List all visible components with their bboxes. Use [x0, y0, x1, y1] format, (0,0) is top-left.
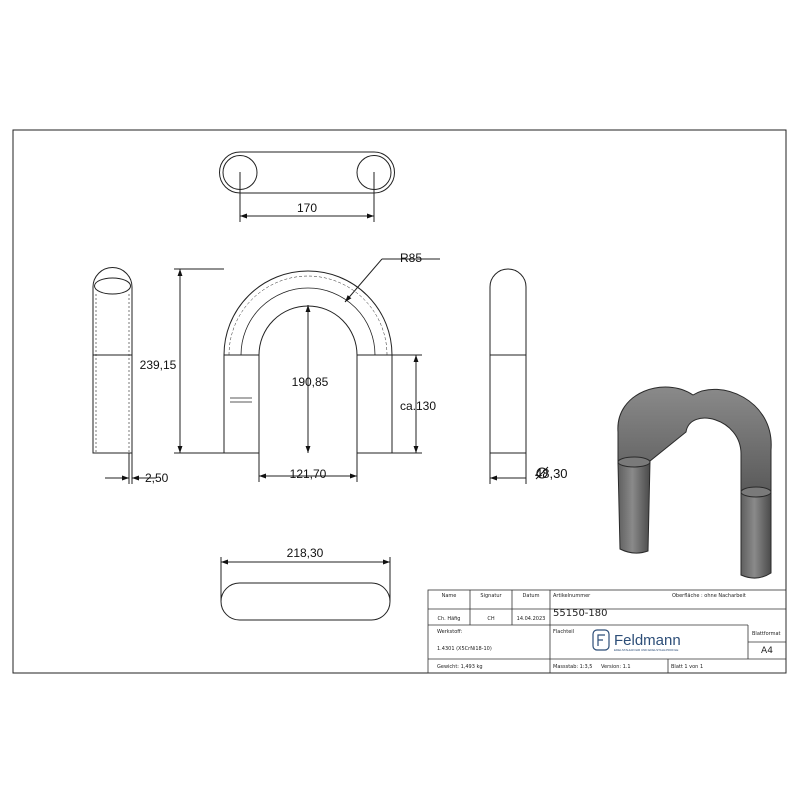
tb-sheet-format-label: Blattformat	[752, 631, 781, 637]
dim-top-width: 170	[297, 201, 317, 215]
tb-sheet-format: A4	[761, 646, 773, 656]
tb-header-article: Artikelnummer	[553, 593, 591, 599]
isometric-view	[617, 386, 772, 579]
drawing-frame	[12, 129, 787, 674]
front-view	[174, 258, 440, 482]
left-side-view	[92, 267, 156, 484]
tb-header-signature: Signatur	[480, 593, 502, 599]
tb-header-surface: Oberfläche : ohne Nacharbeit	[672, 593, 746, 599]
tb-material-value: 1.4301 (X5CrNi18-10)	[437, 646, 492, 652]
tb-date: 14.04.2023	[517, 616, 546, 622]
dim-overall-height: 239,15	[140, 358, 177, 372]
dim-straight-length: ca.130	[400, 399, 436, 413]
feldmann-logo-icon	[592, 629, 610, 651]
tb-description: Flachteil	[553, 629, 574, 635]
dim-inner-width: 121,70	[290, 467, 327, 481]
tb-name: Ch. Häfig	[438, 616, 461, 622]
title-block	[427, 589, 787, 674]
tb-header-name: Name	[442, 593, 457, 599]
tb-weight: Gewicht: 1,493 kg	[437, 664, 483, 670]
tb-company: Feldmann	[614, 632, 681, 649]
dim-radius: R85	[400, 251, 422, 265]
dim-outer-width: 218,30	[287, 546, 324, 560]
tb-header-date: Datum	[523, 593, 540, 599]
tb-company-tagline: EDELSTAHLROHR UND EDELSTAHLPROFILE	[614, 648, 678, 652]
dim-wall-thickness: 2,50	[145, 471, 169, 485]
tb-article-number: 55150-180	[553, 608, 608, 619]
bottom-view	[220, 557, 391, 621]
tb-material-label: Werkstoff:	[437, 629, 463, 635]
tb-sheet: Blatt 1 von 1	[671, 664, 703, 670]
tb-scale: Massstab: 1:3,5	[553, 664, 592, 670]
diameter-symbol	[535, 466, 549, 480]
top-view	[219, 151, 395, 222]
tb-signature: CH	[487, 616, 494, 622]
tb-version: Version: 1.1	[601, 664, 631, 670]
dim-diameter: 48,30	[535, 466, 568, 481]
dim-inner-height: 190,85	[292, 375, 329, 389]
right-side-view	[489, 268, 527, 484]
